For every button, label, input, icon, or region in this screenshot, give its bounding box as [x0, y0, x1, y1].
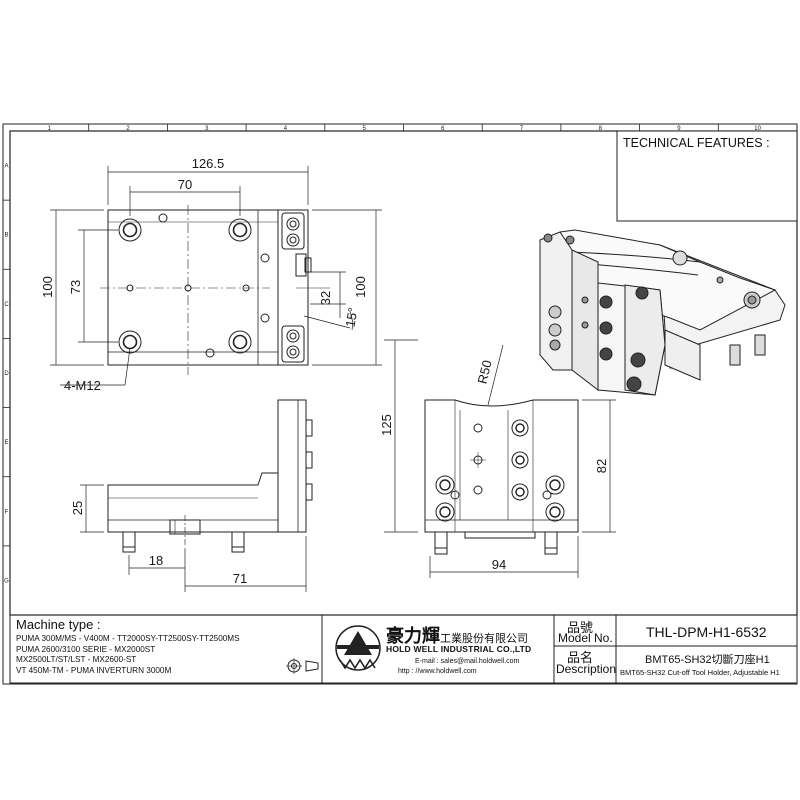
- dim-front-height-block: 82: [594, 459, 609, 473]
- row-marker: B: [4, 233, 8, 239]
- row-marker: C: [4, 302, 9, 308]
- column-marker: 4: [284, 126, 288, 132]
- machine-type-title: Machine type :: [16, 617, 101, 632]
- column-marker: 6: [441, 126, 445, 132]
- model-label-en: Model No.: [558, 631, 613, 645]
- machine-type-line: PUMA 2600/3100 SERIE - MX2000ST: [16, 644, 156, 654]
- dim-top-width-overall: 126.5: [192, 156, 225, 171]
- dim-top-width-holes: 70: [178, 177, 192, 192]
- machine-type-line: PUMA 300M/MS - V400M - TT2000SY-TT2500SY…: [16, 634, 240, 643]
- column-marker: 2: [126, 126, 130, 132]
- description-cn: BMT65-SH32切斷刀座H1: [645, 654, 770, 666]
- technical-features-label: TECHNICAL FEATURES :: [623, 136, 770, 150]
- row-marker: F: [5, 509, 9, 515]
- dim-top-height-left: 100: [40, 276, 55, 298]
- description-en: BMT65-SH32 Cut-off Tool Holder, Adjustab…: [620, 668, 780, 677]
- column-marker: 7: [520, 126, 524, 132]
- top-view-hole-bottom-right: [228, 330, 252, 354]
- dim-side-offset-small: 18: [149, 553, 163, 568]
- column-marker: 3: [205, 126, 209, 132]
- company-email: E-mail : sales@mail.holdwell.com: [415, 658, 520, 665]
- row-marker: G: [4, 578, 9, 584]
- title-block: [9, 614, 798, 684]
- dim-front-width: 94: [492, 557, 506, 572]
- machine-type-line: MX2500LT/ST/LST - MX2600-ST: [16, 655, 137, 664]
- top-view-hole-top-right: [228, 218, 252, 242]
- model-number: THL-DPM-H1-6532: [646, 624, 767, 640]
- column-marker: 1: [48, 126, 52, 132]
- company-suffix-cn: 工業股份有限公司: [440, 633, 528, 645]
- column-marker: 5: [362, 126, 366, 132]
- dim-angle: 15°: [342, 306, 360, 328]
- model-label-cn: 品號: [567, 620, 594, 635]
- dim-top-height-holes: 73: [68, 280, 83, 294]
- company-name-en: HOLD WELL INDUSTRIAL CO.,LTD: [386, 644, 532, 654]
- dim-front-height-overall: 125: [379, 414, 394, 436]
- description-label-cn: 品名: [567, 650, 594, 665]
- side-view-dimensions: [80, 484, 307, 592]
- dim-radius: R50: [474, 359, 494, 386]
- top-view: [100, 205, 330, 375]
- dim-thread-callout: 4-M12: [64, 378, 101, 393]
- company-name: 豪力輝工業股份有限公司: [386, 622, 528, 648]
- dim-side-offset-large: 71: [233, 571, 247, 586]
- projection-symbol: [286, 658, 319, 674]
- column-marker: 9: [677, 126, 681, 132]
- column-marker: 10: [754, 126, 761, 132]
- isometric-view: [539, 229, 786, 396]
- front-view: [424, 399, 579, 555]
- side-view: [107, 399, 313, 553]
- dim-slot-width: 32: [318, 291, 333, 305]
- machine-type-line: VT 450M-TM - PUMA INVERTURN 3000M: [16, 665, 172, 675]
- column-markers: 1 2 3 4 5 6 7 8 9 10: [48, 124, 762, 132]
- company-web: http : //www.holdwell.com: [398, 668, 477, 675]
- row-markers: A B C D E F G: [3, 164, 10, 584]
- column-marker: 8: [599, 126, 603, 132]
- machine-type-list: PUMA 300M/MS - V400M - TT2000SY-TT2500SY…: [16, 634, 240, 676]
- top-view-dimensions: [50, 166, 382, 386]
- front-view-dimensions: [384, 339, 616, 578]
- technical-features-box: [616, 130, 798, 222]
- row-marker: A: [4, 164, 8, 170]
- row-marker: D: [4, 371, 9, 377]
- dim-side-step-height: 25: [70, 501, 85, 515]
- dimension-labels: 126.5 70 100 73 100 32 15° 4-M12 R50 125…: [40, 156, 609, 586]
- company-name-cn: 豪力輝: [386, 626, 440, 646]
- company-logo: [335, 625, 381, 671]
- row-marker: E: [4, 440, 8, 446]
- dim-top-height-right: 100: [353, 276, 368, 298]
- description-label-en: Description: [556, 662, 617, 676]
- top-view-hole-top-left: [118, 218, 142, 242]
